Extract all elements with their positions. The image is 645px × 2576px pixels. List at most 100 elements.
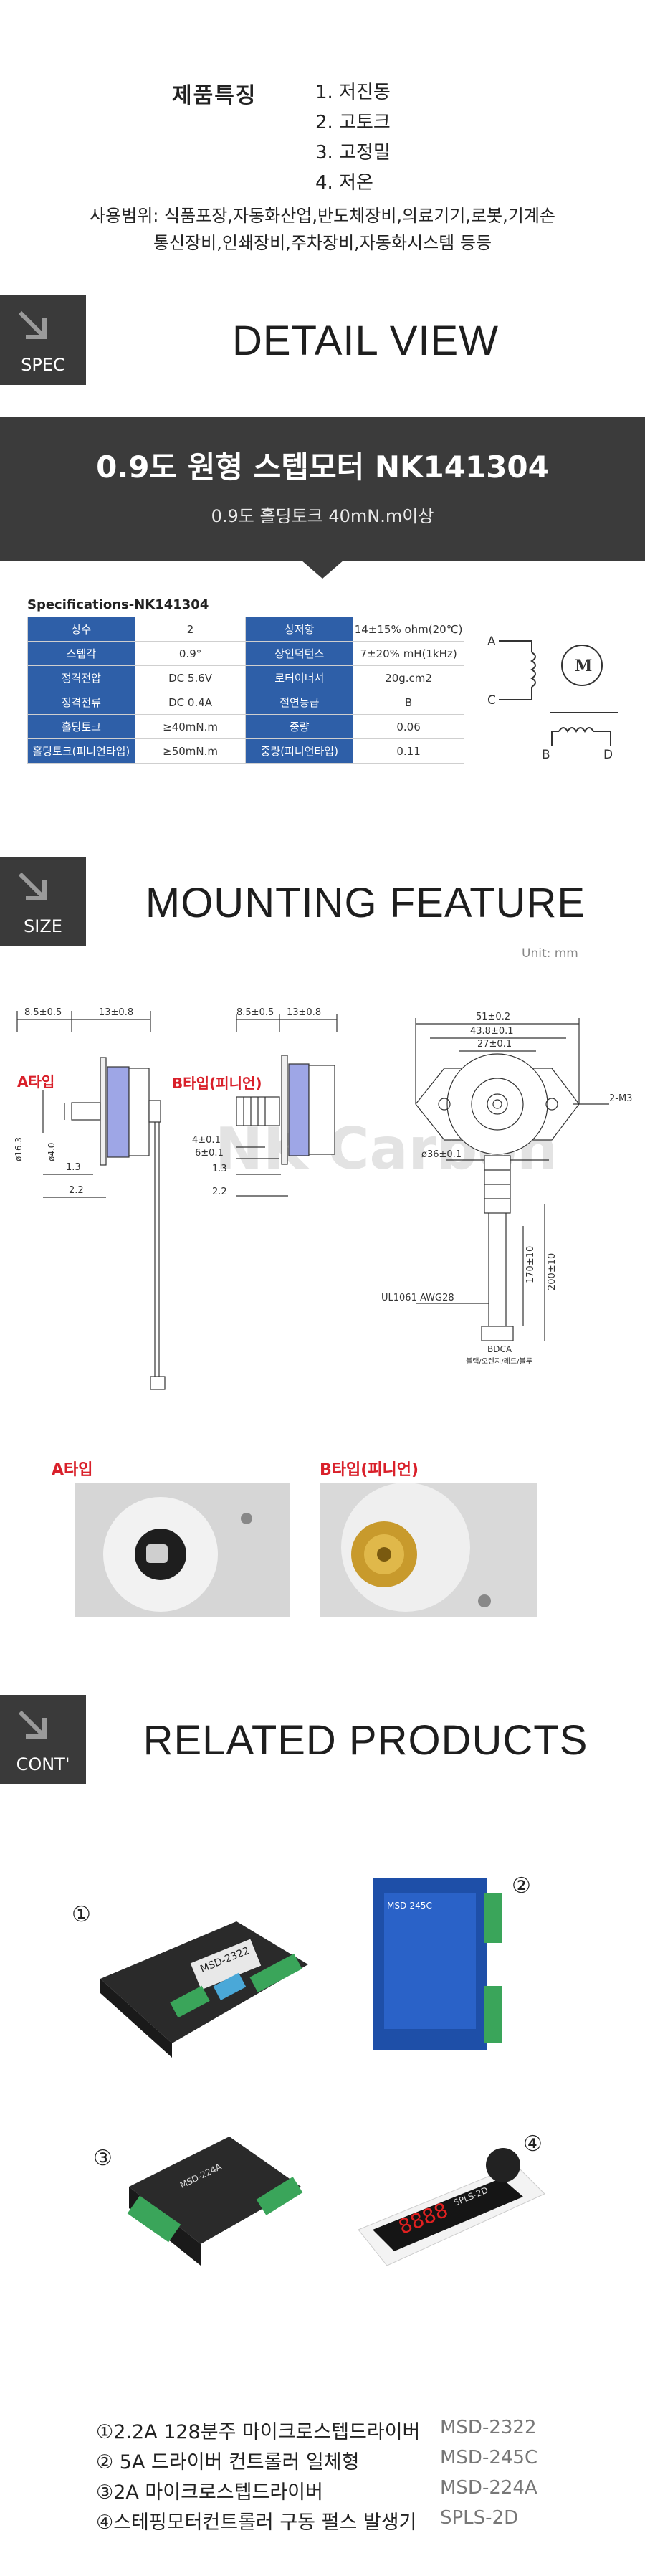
motor-photo-type-a [75,1483,290,1617]
unit-label: Unit: mm [522,946,578,961]
banner-subtitle: 0.9도 홀딩토크 40mN.m이상 [211,506,434,526]
product-image-msd-245c: MSD-245C ② [373,1873,531,2050]
dimension-label: 1.3 [212,1164,227,1174]
arrow-down-right-icon [18,1710,47,1739]
features-title: 제품특징 [172,83,257,108]
related-item-code: MSD-245C [440,2447,538,2468]
section-title-detail-view: DETAIL VIEW [232,318,499,364]
spec-value: 0.11 [353,738,464,764]
dimension-label: 43.8±0.1 [470,1026,514,1037]
feature-item: 3. 고정밀 [315,142,391,163]
arrow-down-right-icon [18,872,47,900]
dimension-label: ø16.3 [14,1137,24,1161]
wire-colors-label: 블랙/오렌지/레드/블루 [466,1357,532,1366]
dimension-label: 2.2 [212,1187,227,1197]
spec-key: 홀딩토크 [27,714,135,739]
table-row: 상수 2 상저항 14±15% ohm(20℃) [27,617,464,642]
usage-text: 사용범위: 식품포장,자동화산업,반도체장비,의료기기,로봇,기계손 통신장비,… [0,202,645,257]
dimension-label: 170±10 [525,1246,536,1283]
spec-value: 20g.cm2 [353,665,464,690]
usage-line-2: 통신장비,인쇄장비,주차장비,자동화시스템 등등 [153,233,492,253]
terminal-d-label: D [603,748,613,762]
table-row: 정격전압 DC 5.6V 로터이너셔 20g.cm2 [27,665,464,690]
dimension-label: 1.3 [66,1162,81,1173]
spec-value: B [353,690,464,715]
dimension-label: 2-M3 [609,1093,632,1104]
related-item-name: ③2A 마이크로스텝드라이버 [96,2481,323,2504]
table-row: 홀딩토크(피니언타입) ≥50mN.m 중량(피니언타입) 0.11 [27,738,464,764]
motor-type-b-image [320,1483,538,1617]
related-item-code: SPLS-2D [440,2507,519,2529]
related-item-code: MSD-224A [440,2477,538,2499]
spec-badge: SPEC [0,295,86,385]
dimension-label: ø4.0 [47,1143,57,1161]
table-row: 정격전류 DC 0.4A 절연등급 B [27,690,464,715]
spec-key: 로터이너셔 [245,665,354,690]
mounting-drawing: NK Carbon 8.5±0.5 13±0.8 ø16.3 ø4.0 1.3 … [14,1007,632,1390]
related-item-code: MSD-2322 [440,2417,537,2438]
dimension-label: 13±0.8 [99,1007,133,1018]
dimension-label: 4±0.1 [192,1135,221,1146]
banner-title: 0.9도 원형 스텝모터 NK141304 [96,450,549,485]
motor-photo-type-b [320,1483,538,1617]
type-a-label: A타입 [17,1073,54,1090]
photo-a-label: A타입 [52,1461,93,1479]
spec-key: 절연등급 [245,690,354,715]
spec-key: 상저항 [245,617,354,642]
feature-item: 2. 고토크 [315,112,391,133]
spec-value: 7±20% mH(1kHz) [353,641,464,666]
dimension-label: ø36±0.1 [421,1149,462,1160]
related-item-name: ② 5A 드라이버 컨트롤러 일체형 [96,2451,360,2473]
dimension-label: 6±0.1 [195,1148,224,1159]
spec-value: DC 5.6V [134,665,247,690]
spec-badge-label: SPEC [21,355,65,375]
section-title-mounting-feature: MOUNTING FEATURE [145,880,586,926]
device-label: MSD-245C [387,1901,432,1911]
feature-item: 4. 저온 [315,172,373,194]
dimension-label: 8.5±0.5 [236,1007,274,1018]
product-image-msd-2322: ① MSD-2322 [72,1902,308,2058]
table-row: 스텝각 0.9° 상인덕턴스 7±20% mH(1kHz) [27,641,464,666]
spec-value: DC 0.4A [134,690,247,715]
feature-item: 1. 저진동 [315,82,391,103]
dimension-label: 8.5±0.5 [24,1007,62,1018]
spec-key: 스텝각 [27,641,135,666]
size-badge: SIZE [0,857,86,946]
terminal-b-label: B [542,748,550,762]
cont-badge-label: CONT' [16,1754,70,1774]
photo-b-label: B타입(피니언) [320,1461,419,1479]
spec-value: 14±15% ohm(20℃) [353,617,464,642]
spec-value: ≥40mN.m [134,714,247,739]
wiring-diagram: A C B D M [487,635,618,762]
dimension-label: 27±0.1 [477,1039,512,1050]
motor-symbol: M [575,657,592,675]
product-banner [0,417,645,561]
dimension-label: 13±0.8 [287,1007,321,1018]
spec-key: 상인덕턴스 [245,641,354,666]
wire-order-label: BDCA [487,1344,512,1354]
spec-key: 정격전류 [27,690,135,715]
dimension-label: 51±0.2 [476,1012,510,1022]
product-marker: ② [512,1873,531,1898]
product-marker: ④ [523,2131,543,2157]
spec-key: 정격전압 [27,665,135,690]
spec-value: ≥50mN.m [134,738,247,764]
product-marker: ③ [93,2146,113,2171]
terminal-c-label: C [487,693,496,708]
terminal-a-label: A [487,635,496,649]
motor-type-a-image [75,1483,290,1617]
size-badge-label: SIZE [24,916,62,936]
related-item-name: ④스테핑모터컨트롤러 구동 펄스 발생기 [96,2511,417,2534]
spec-key: 상수 [27,617,135,642]
dimension-label: 2.2 [69,1185,84,1196]
product-image-spls-2d: 8888 SPLS-2D ④ [358,2131,545,2266]
spec-key: 홀딩토크(피니언타입) [27,738,135,764]
spec-value: 0.06 [353,714,464,739]
spec-value: 2 [134,617,247,642]
product-image-msd-224a: ③ MSD-224A [93,2137,303,2266]
product-marker: ① [72,1902,91,1927]
related-item-name: ①2.2A 128분주 마이크로스텝드라이버 [96,2421,421,2443]
arrow-down-right-icon [18,310,47,339]
spec-key: 중량 [245,714,354,739]
spec-key: 중량(피니언타입) [245,738,354,764]
